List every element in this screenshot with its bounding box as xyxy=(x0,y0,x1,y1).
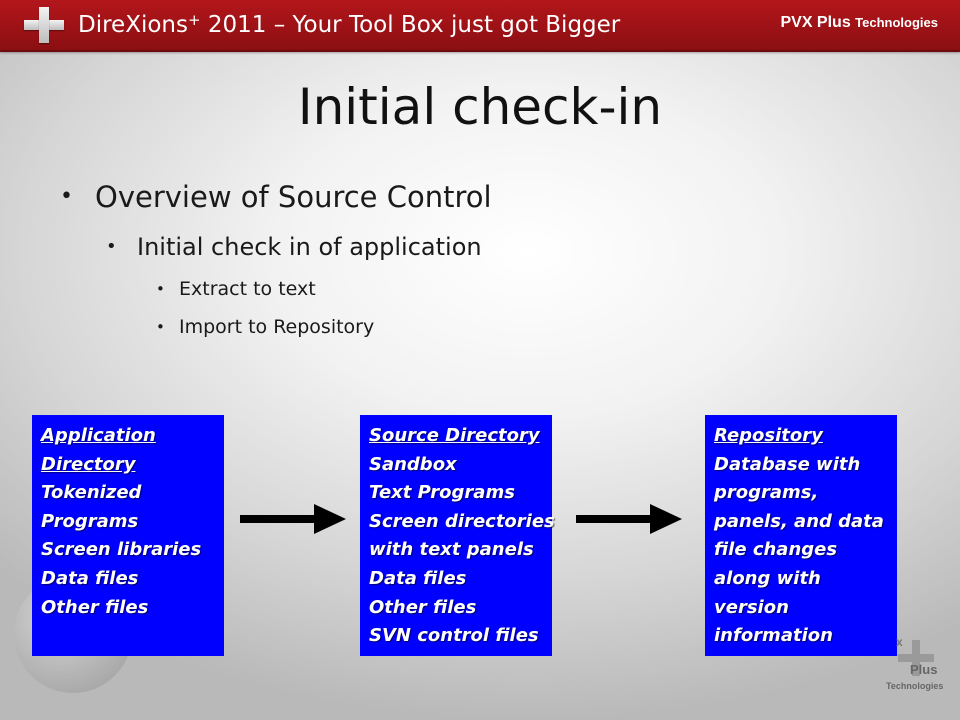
repository-box: Repository Database with programs, panel… xyxy=(705,415,897,656)
brand-logo: PVX Plus Technologies xyxy=(780,14,938,31)
box-line: Text Programs xyxy=(369,482,515,504)
box-header: Repository xyxy=(714,425,823,446)
watermark-plus-text: Plus xyxy=(910,662,938,677)
box-line: Screen libraries xyxy=(41,539,202,561)
header-bar: DireXions+ 2011 – Your Tool Box just got… xyxy=(0,0,960,52)
box-line: Sandbox xyxy=(369,453,457,475)
bullet-dot-icon: • xyxy=(156,318,165,336)
box-line: SVN control files xyxy=(369,625,539,647)
box-line: Programs xyxy=(41,510,139,532)
box-header: Source Directory xyxy=(369,425,540,446)
box-line: Data files xyxy=(41,567,139,589)
right-arrow-icon xyxy=(240,504,346,534)
box-line: Other files xyxy=(41,596,149,618)
box-line: information xyxy=(714,625,833,647)
slide-title: Initial check-in xyxy=(297,78,663,136)
watermark-plus-icon xyxy=(898,640,934,676)
watermark-x: x xyxy=(896,635,903,649)
application-directory-box: Application Directory Tokenized Programs… xyxy=(32,415,224,656)
plus-logo-icon xyxy=(24,7,64,43)
box-line: along with xyxy=(714,567,821,589)
bullet-dot-icon: • xyxy=(60,184,73,209)
bullet-dot-icon: • xyxy=(106,236,117,257)
box-line: Other files xyxy=(369,596,477,618)
box-line: with text panels xyxy=(369,539,534,561)
box-line: panels, and data xyxy=(714,510,884,532)
header-title: DireXions+ 2011 – Your Tool Box just got… xyxy=(78,11,621,38)
box-line: Tokenized xyxy=(41,482,142,504)
box-header: Directory xyxy=(41,453,136,475)
source-directory-box: Source Directory Sandbox Text Programs S… xyxy=(360,415,555,656)
box-line: file changes xyxy=(714,539,838,561)
right-arrow-icon xyxy=(576,504,682,534)
box-header: Application xyxy=(41,425,156,446)
box-line: programs, xyxy=(714,482,819,504)
box-line: Database with xyxy=(714,453,861,475)
box-line: Data files xyxy=(369,567,467,589)
bullet-dot-icon: • xyxy=(156,280,165,298)
watermark-technologies: Technologies xyxy=(886,681,944,691)
box-line: Screen directories xyxy=(369,510,555,532)
box-line: version xyxy=(714,596,789,618)
